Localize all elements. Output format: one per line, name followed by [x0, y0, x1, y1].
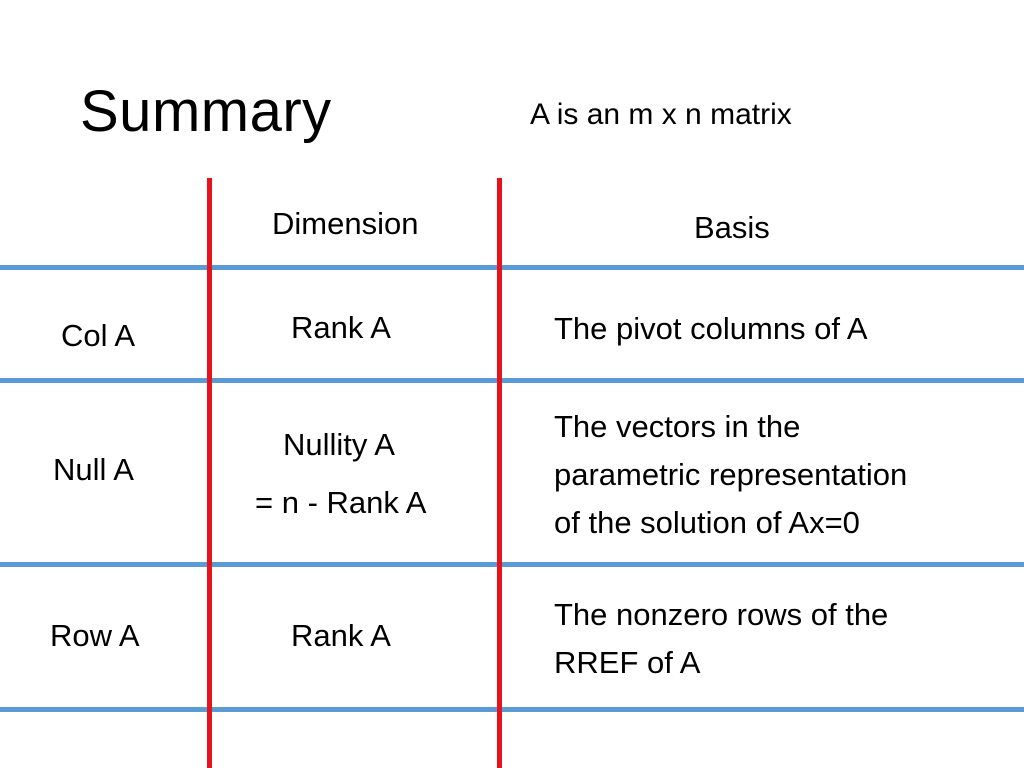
- row-label-null-a: Null A: [53, 452, 134, 487]
- row-label-col-a: Col A: [61, 318, 136, 353]
- row-divider-line: [0, 378, 1024, 383]
- row-divider-line: [0, 707, 1024, 712]
- dimension-cell: Rank A: [291, 618, 391, 653]
- basis-cell-line: parametric representation: [554, 457, 908, 492]
- slide-subtitle: A is an m x n matrix: [530, 98, 792, 131]
- row-divider-line: [0, 562, 1024, 567]
- basis-cell-line: of the solution of Ax=0: [554, 505, 860, 540]
- row-label-row-a: Row A: [50, 618, 140, 653]
- basis-header: Basis: [694, 210, 770, 245]
- basis-cell: The pivot columns of A: [554, 311, 868, 346]
- basis-cell-line: RREF of A: [554, 645, 701, 680]
- basis-cell-line: The nonzero rows of the: [554, 597, 889, 632]
- dimension-formula: = n - Rank A: [255, 485, 427, 520]
- header-divider-line: [0, 265, 1024, 270]
- dimension-header: Dimension: [272, 206, 419, 241]
- dimension-cell: Rank A: [291, 310, 391, 345]
- column-divider-line: [497, 178, 502, 768]
- slide-title: Summary: [80, 79, 332, 144]
- basis-cell-line: The vectors in the: [554, 409, 801, 444]
- dimension-cell: Nullity A: [283, 427, 395, 462]
- column-divider-line: [207, 178, 212, 768]
